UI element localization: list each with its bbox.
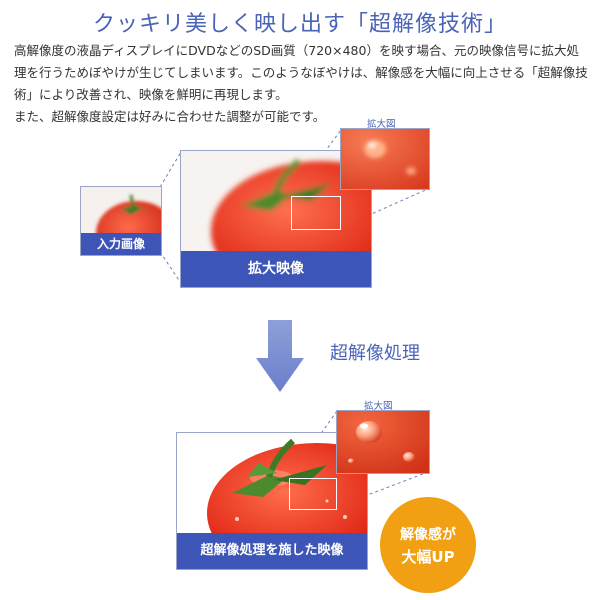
badge-line-2: 大幅UP — [401, 547, 455, 566]
sharp-water-drop — [337, 411, 429, 473]
resolution-up-badge: 解像感が 大幅UP — [380, 497, 476, 593]
input-image: 入力画像 — [80, 186, 162, 256]
badge-line-1: 解像感が — [400, 526, 456, 543]
connector-line — [159, 251, 182, 284]
zoom-tag: 拡大図 — [367, 119, 396, 130]
blurry-water-drop — [341, 129, 429, 189]
page-title: クッキリ美しく映し出す「超解像技術」 — [92, 12, 507, 37]
enlarged-image: 拡大映像 — [180, 150, 372, 288]
zoom-region-box — [289, 478, 337, 510]
super-resolution-image-label: 超解像処理を施した映像 — [177, 533, 367, 569]
zoom-inset-blurry — [340, 128, 430, 190]
input-image-label: 入力画像 — [81, 233, 161, 255]
enlarged-image-label: 拡大映像 — [181, 251, 371, 287]
process-label: 超解像処理 — [330, 343, 420, 364]
description-paragraph-2: また、超解像度設定は好みに合わせた調整が可能です。 — [14, 109, 326, 124]
description: 高解像度の液晶ディスプレイにDVDなどのSD画質（720×480）を映す場合、元… — [14, 40, 589, 128]
zoom-inset-sharp — [336, 410, 430, 474]
connector-line — [339, 187, 431, 229]
zoom-region-box — [291, 196, 341, 230]
down-arrow-icon — [256, 320, 304, 392]
description-paragraph-1: 高解像度の液晶ディスプレイにDVDなどのSD画質（720×480）を映す場合、元… — [14, 43, 588, 102]
connector-line — [335, 471, 429, 508]
zoom-tag: 拡大図 — [364, 401, 393, 412]
connector-line — [159, 151, 182, 188]
super-resolution-image: 超解像処理を施した映像 — [176, 432, 368, 570]
